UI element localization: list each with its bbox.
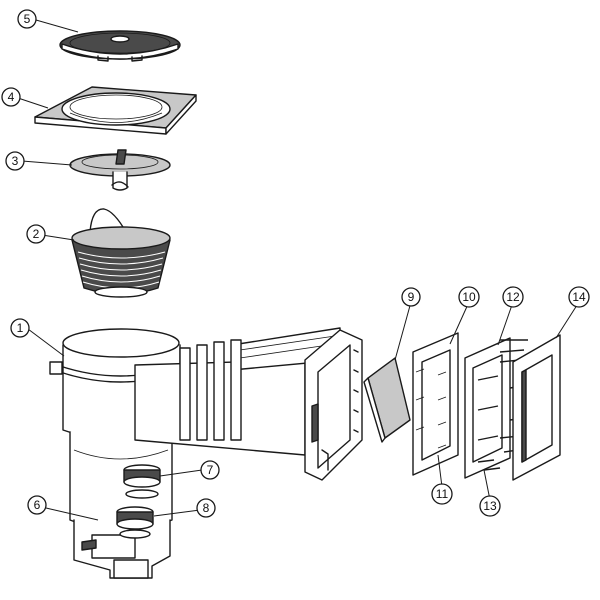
part-collar	[34, 86, 197, 135]
callout-label: 13	[483, 499, 497, 513]
callout-2: 2	[26, 224, 46, 244]
part-gasket-frame	[412, 332, 459, 476]
callout-4: 4	[1, 87, 21, 107]
callout-13: 13	[479, 495, 501, 517]
callout-label: 7	[207, 463, 214, 477]
callout-label: 4	[8, 90, 15, 104]
part-face-plate	[464, 337, 528, 479]
leader-lines	[17, 19, 580, 521]
part-weir	[69, 149, 171, 191]
callout-label: 9	[408, 290, 415, 304]
callout-label: 6	[34, 498, 41, 512]
throat-bands	[179, 339, 242, 441]
callout-7: 7	[200, 460, 220, 480]
callout-3: 3	[5, 151, 25, 171]
callout-label: 8	[203, 501, 210, 515]
callout-label: 11	[436, 487, 449, 501]
callout-6: 6	[27, 495, 47, 515]
callout-label: 14	[572, 290, 586, 304]
callout-label: 2	[33, 227, 40, 241]
part-gasket	[363, 357, 411, 443]
callout-9: 9	[401, 287, 421, 307]
callout-14: 14	[568, 286, 590, 308]
callout-11: 11	[431, 483, 453, 505]
callout-label: 3	[12, 154, 19, 168]
callout-label: 5	[24, 12, 31, 26]
part-lid	[59, 30, 181, 62]
part-basket	[71, 208, 171, 298]
part-trim-frame	[512, 334, 561, 481]
callout-1: 1	[10, 318, 30, 338]
callout-10: 10	[458, 286, 480, 308]
callout-5: 5	[17, 9, 37, 29]
callout-12: 12	[502, 286, 524, 308]
part-skimmer-body	[49, 327, 363, 579]
callout-8: 8	[196, 498, 216, 518]
part-fitting-upper	[123, 464, 161, 499]
callout-label: 12	[506, 290, 520, 304]
callout-label: 10	[462, 290, 476, 304]
part-fitting-lower	[116, 506, 154, 539]
callout-label: 1	[17, 321, 24, 335]
